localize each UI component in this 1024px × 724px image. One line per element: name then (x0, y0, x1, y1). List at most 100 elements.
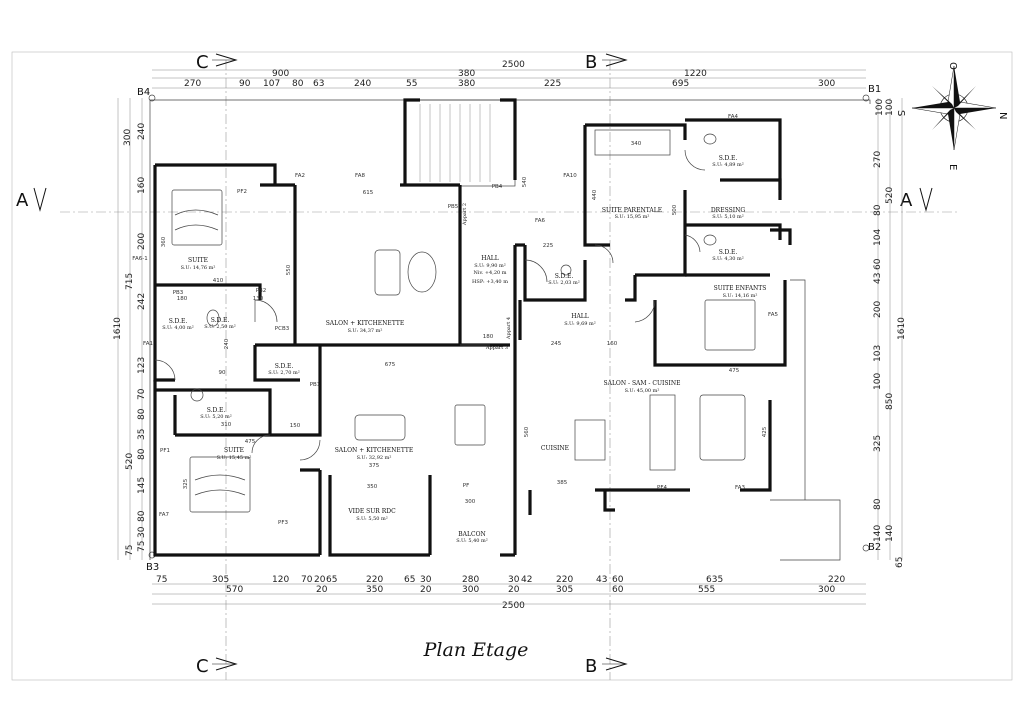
svg-text:PCB3: PCB3 (275, 326, 290, 332)
svg-text:615: 615 (363, 190, 374, 196)
dining-table (649, 394, 676, 471)
svg-text:S.U: 14,76 m²: S.U: 14,76 m² (181, 265, 216, 271)
svg-text:375: 375 (369, 463, 380, 469)
svg-text:150: 150 (290, 423, 301, 429)
svg-text:270: 270 (873, 151, 883, 168)
svg-text:S.U: 45,00 m²: S.U: 45,00 m² (625, 388, 660, 394)
svg-text:SALON + KITCHENETTE: SALON + KITCHENETTE (326, 320, 405, 327)
svg-text:60: 60 (873, 258, 883, 270)
plan-title: Plan Etage (423, 639, 529, 661)
svg-text:A: A (900, 190, 913, 211)
svg-text:350: 350 (366, 585, 383, 595)
svg-text:65: 65 (895, 557, 905, 568)
svg-text:SUITE PARENTALE: SUITE PARENTALE (602, 207, 662, 214)
svg-text:100: 100 (875, 99, 885, 116)
svg-text:310: 310 (221, 422, 232, 428)
svg-text:675: 675 (385, 362, 396, 368)
svg-text:C: C (196, 52, 209, 73)
svg-text:520: 520 (885, 187, 895, 204)
svg-text:FA7: FA7 (159, 512, 169, 518)
room-suite-2: SUITE S.U: 15,45 m² (217, 447, 252, 461)
svg-text:FA2: FA2 (295, 173, 305, 179)
room-vide-sur-rdc: VIDE SUR RDC S.U: 5,50 m² (347, 508, 396, 522)
svg-text:S.U: 4,30 m²: S.U: 4,30 m² (712, 256, 744, 262)
appart-3-label: Appart 3 (485, 345, 508, 351)
svg-text:PF1: PF1 (160, 448, 170, 454)
svg-text:300: 300 (818, 585, 835, 595)
svg-text:PB1: PB1 (310, 382, 321, 388)
svg-text:380: 380 (458, 69, 475, 79)
opening-tags: FA2 FA8 PF2 PB4 PB5 FA10 FA6 PB3 FA6-1 P… (132, 114, 778, 526)
svg-text:Niv. +4,20 m: Niv. +4,20 m (473, 270, 506, 276)
svg-text:90: 90 (219, 370, 226, 376)
svg-text:SALON + KITCHENETTE: SALON + KITCHENETTE (335, 447, 414, 454)
svg-text:60: 60 (612, 575, 624, 585)
svg-text:PF3: PF3 (278, 520, 288, 526)
svg-text:35: 35 (137, 429, 147, 440)
svg-text:300: 300 (123, 129, 133, 146)
svg-text:SUITE: SUITE (224, 447, 244, 454)
svg-text:FA6-1: FA6-1 (132, 256, 147, 262)
doors (154, 149, 706, 461)
svg-text:75: 75 (125, 545, 135, 556)
svg-text:HALL: HALL (481, 255, 499, 262)
section-marker-b-bottom: B (585, 656, 628, 677)
svg-text:200: 200 (137, 233, 147, 250)
room-cuisine: CUISINE (541, 445, 569, 452)
section-marker-b-top: B (585, 52, 628, 73)
svg-text:340: 340 (631, 141, 642, 147)
svg-text:80: 80 (873, 204, 883, 216)
section-marker-a-right: A (900, 187, 933, 212)
toilet-4 (703, 234, 717, 246)
svg-text:540: 540 (522, 176, 528, 187)
svg-text:570: 570 (226, 585, 243, 595)
svg-text:70: 70 (137, 388, 147, 400)
svg-text:FA10: FA10 (563, 173, 577, 179)
svg-text:65: 65 (326, 575, 337, 585)
furniture (171, 129, 756, 513)
room-sde-parentale: S.D.E. S.U: 4,89 m² (712, 155, 744, 168)
svg-text:500: 500 (672, 204, 678, 215)
svg-text:VIDE SUR RDC: VIDE SUR RDC (347, 508, 396, 515)
svg-text:140: 140 (885, 525, 895, 542)
svg-text:245: 245 (551, 341, 562, 347)
svg-text:42: 42 (521, 575, 532, 585)
svg-text:S.U: 4,00 m²: S.U: 4,00 m² (162, 325, 194, 331)
svg-text:20: 20 (316, 585, 328, 595)
svg-text:550: 550 (286, 264, 292, 275)
svg-text:FA8: FA8 (355, 173, 365, 179)
svg-text:220: 220 (828, 575, 845, 585)
svg-text:FA6: FA6 (535, 218, 545, 224)
svg-text:80: 80 (137, 510, 147, 522)
bed-suite-1 (171, 189, 223, 246)
svg-text:S.U: 9,69 m²: S.U: 9,69 m² (564, 321, 596, 327)
dimensions-left: 1610 715 520 300 240 160 200 242 123 70 … (113, 123, 147, 556)
svg-text:120: 120 (272, 575, 289, 585)
svg-text:S.D.E.: S.D.E. (719, 155, 738, 162)
room-sde-1: S.D.E. S.U: 4,00 m² (162, 318, 194, 331)
svg-text:43: 43 (596, 575, 607, 585)
svg-text:220: 220 (556, 575, 573, 585)
room-balcon: BALCON S.U: 5,40 m² (456, 531, 488, 544)
dimensions-right: 1610 850 100 100 270 520 80 104 60 43 20… (873, 99, 907, 568)
room-dressing: DRESSING S.U: 5,10 m² (711, 207, 745, 220)
svg-text:425: 425 (762, 426, 768, 437)
svg-text:B1: B1 (868, 84, 881, 95)
svg-text:475: 475 (729, 368, 740, 374)
room-sde-enfants: S.D.E. S.U: 4,30 m² (712, 249, 744, 262)
svg-text:555: 555 (698, 585, 715, 595)
svg-text:SALON - SAM - CUISINE: SALON - SAM - CUISINE (604, 380, 681, 387)
toilet-1 (206, 309, 220, 327)
svg-text:30: 30 (137, 526, 147, 538)
svg-text:130: 130 (253, 296, 264, 302)
svg-text:70: 70 (301, 575, 313, 585)
svg-text:S.U: 9,90 m²: S.U: 9,90 m² (474, 263, 506, 269)
svg-text:220: 220 (366, 575, 383, 585)
section-marker-c-top: C (196, 52, 238, 73)
svg-text:FA3: FA3 (735, 485, 745, 491)
svg-text:225: 225 (543, 243, 554, 249)
sheet-frame (11, 51, 1013, 681)
svg-text:270: 270 (184, 79, 201, 89)
svg-text:S.U: 4,89 m²: S.U: 4,89 m² (712, 162, 744, 168)
